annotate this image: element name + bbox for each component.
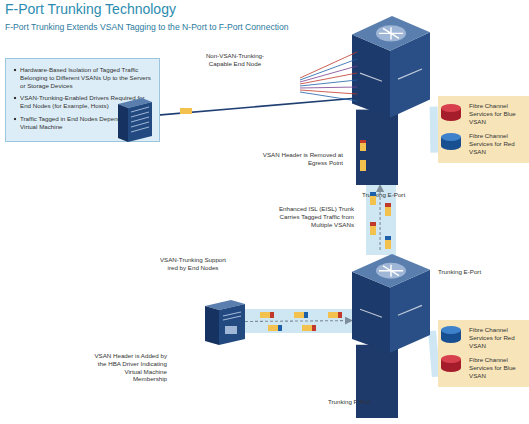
switch-symbol (352, 12, 430, 185)
frame (260, 312, 274, 318)
frame (385, 203, 391, 216)
disk-bottom (441, 142, 461, 150)
host-link-band (243, 309, 356, 333)
frame (180, 108, 192, 114)
switch-arrows (360, 69, 422, 81)
disk-top (441, 355, 461, 363)
frame (385, 236, 391, 249)
tagged-traffic-arrow (245, 320, 352, 322)
service-link-band (430, 107, 438, 153)
disk-bottom (441, 364, 461, 372)
frame-header (370, 222, 376, 226)
cable (300, 66, 357, 82)
host-front (219, 304, 245, 345)
frame (370, 192, 376, 205)
frame (268, 325, 282, 331)
frame (370, 222, 376, 235)
host-bays (223, 312, 241, 320)
cable (300, 87, 357, 88)
switch-module-shade (356, 110, 398, 185)
switch-module-shade (356, 345, 398, 418)
switch-top (352, 16, 430, 51)
storage-disks (441, 104, 461, 372)
node-text: Trunking E-Port (438, 268, 498, 276)
node-text: Hardware-Based Isolation of Tagged Traff… (13, 66, 154, 89)
disk-top (441, 104, 461, 112)
fc-switch: Trunking E-Port (352, 12, 430, 185)
frame-header (338, 312, 342, 318)
storage-side (118, 104, 128, 142)
node-text: Fibre Channel Services for Blue VSAN (469, 102, 527, 125)
frame-header (312, 325, 316, 331)
frame-header (385, 203, 391, 207)
frame (360, 160, 366, 171)
frame (302, 325, 316, 331)
frame-header (370, 192, 376, 196)
switch-top (352, 254, 430, 288)
callout-label: Enhanced ISL (EISL) Trunk Carries Tagged… (262, 205, 354, 228)
fc-switch: Trunking E-PortTrunking F-Port (352, 250, 430, 418)
cable (300, 92, 357, 101)
frame-header (385, 236, 391, 240)
callout-label: VSAN Header is Removed at Egress Point (248, 151, 343, 167)
switch-module (356, 345, 398, 418)
node-text: Fibre Channel Services for Red VSAN (469, 326, 527, 349)
frame (360, 140, 366, 151)
storage-symbol (118, 98, 152, 142)
service-link-band (430, 331, 438, 378)
switch-symbol (352, 250, 430, 418)
frame-header (360, 140, 366, 143)
storage-end-node: Non-VSAN-Trunking-Capable End Node (118, 98, 152, 142)
node-text: Trunking F-Port (328, 398, 388, 406)
disk-top (441, 326, 461, 334)
frame-header (278, 325, 282, 331)
switch-module (356, 110, 398, 185)
storage-slots (131, 107, 149, 132)
disk-top (441, 133, 461, 141)
node-text: Non-VSAN-Trunking-Capable End Node (204, 52, 266, 68)
cable-link (152, 99, 352, 116)
frame-header (270, 312, 274, 318)
fan-cables (300, 52, 357, 101)
node-text: VSAN-Trunking Support ired by End Nodes (157, 256, 229, 272)
node-text: Fibre Channel Services for Blue VSAN (469, 356, 527, 379)
frame (294, 312, 308, 318)
switch-arrows (360, 305, 422, 317)
host-symbol (205, 298, 245, 345)
diagram-subtitle: F-Port Trunking Extends VSAN Tagging to … (5, 22, 289, 33)
cable (300, 80, 357, 86)
switch-arrows (379, 27, 403, 39)
host-side (205, 306, 219, 345)
disk-bottom (441, 113, 461, 121)
cable (300, 73, 357, 84)
switch-logo (376, 263, 406, 279)
storage-front (128, 102, 152, 142)
host-panel (225, 326, 237, 334)
disk-bottom (441, 335, 461, 343)
host-end-node: VSAN-Trunking Support ired by End Nodes (205, 298, 245, 345)
switch-arrows (379, 265, 403, 277)
switch-logo (376, 25, 406, 41)
cable (300, 59, 357, 80)
callout-label: VSAN Header is Added by the HBA Driver I… (93, 352, 167, 383)
frame (328, 312, 342, 318)
node-text: Fibre Channel Services for Red VSAN (469, 132, 527, 155)
diagram-title: F-Port Trunking Technology (5, 1, 176, 19)
frame-header (304, 312, 308, 318)
